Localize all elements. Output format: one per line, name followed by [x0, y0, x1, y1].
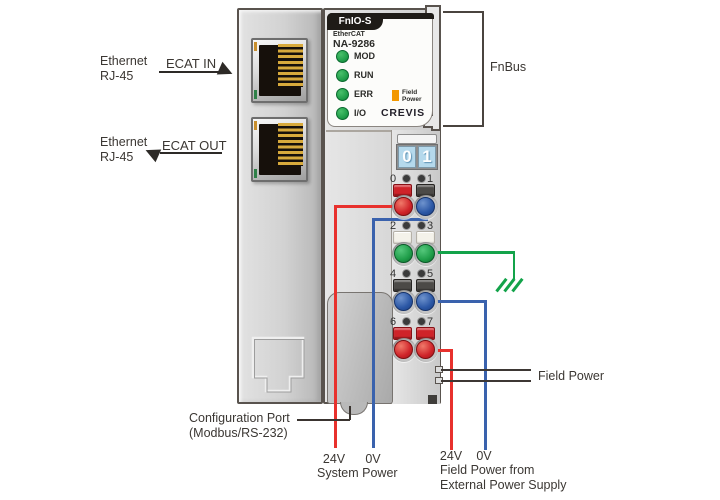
led-label: ERR: [354, 89, 374, 99]
led-row: MOD: [336, 49, 375, 63]
system-24v-label: 24V: [322, 452, 346, 466]
led-row: RUN: [336, 68, 374, 82]
fnbus-bracket-right: [482, 11, 484, 127]
led-mod-icon: [336, 49, 349, 63]
ethernet-out-line2: RJ-45: [100, 149, 134, 164]
ecat-in-label: ECAT IN: [166, 56, 217, 71]
terminal-column: [391, 130, 440, 404]
config-leader-h: [297, 419, 350, 421]
rj45-port-ecat-out[interactable]: [251, 117, 308, 182]
field-power-led-line2: Power: [402, 96, 422, 103]
wire-24v-field-v: [450, 349, 453, 450]
switch-slot: [397, 134, 437, 144]
ethernet-out-label: Ethernet RJ-45: [100, 135, 147, 165]
rj45-led-amber-icon: [254, 121, 257, 130]
front-label-panel: FnIO-S EtherCAT NA-9286 MOD RUN ERR I/O Fie…: [327, 13, 434, 127]
field-power-led-line1: Field: [402, 89, 418, 96]
rj45-led-amber-icon: [254, 42, 257, 51]
ecat-in-arrow-line: [159, 71, 222, 73]
config-jack-outline-icon: [251, 336, 305, 393]
config-port-label: Configuration Port (Modbus/RS-232): [189, 411, 290, 441]
switch-digit[interactable]: 1: [418, 146, 436, 168]
ecat-out-arrow-line: [160, 152, 222, 154]
fnbus-label: FnBus: [490, 60, 527, 74]
ecat-in-arrow-icon: [216, 61, 236, 81]
field-0v-label: 0V: [476, 449, 492, 463]
external-power-line2: External Power Supply: [440, 477, 567, 492]
external-power-line1: Field Power from: [440, 463, 535, 477]
ethernet-in-line2: RJ-45: [100, 68, 134, 83]
protocol-label: EtherCAT: [333, 31, 365, 38]
din-rail-latch: [428, 395, 437, 404]
led-row: ERR: [336, 87, 373, 101]
led-err-icon: [336, 87, 349, 101]
rj45-led-green-icon: [254, 169, 257, 178]
wire-24v-field-h: [426, 349, 452, 352]
config-port-cover-grip[interactable]: [340, 402, 368, 415]
rj45-led-green-icon: [254, 90, 257, 99]
led-label: I/O: [354, 108, 367, 118]
led-io-icon: [336, 106, 349, 120]
series-badge: FnIO-S: [327, 13, 383, 30]
field-power-label: Field Power: [538, 369, 604, 383]
led-label: MOD: [354, 51, 375, 61]
fnbus-bracket-bottom: [443, 125, 484, 127]
rj45-port-ecat-in[interactable]: [251, 38, 308, 103]
config-port-cover[interactable]: [327, 292, 393, 404]
config-port-line2: (Modbus/RS-232): [189, 425, 288, 440]
housing-seam: [326, 130, 438, 132]
wire-0v-field-h: [426, 300, 486, 303]
led-run-icon: [336, 68, 349, 82]
system-0v-label: 0V: [365, 452, 381, 466]
led-row: I/O: [336, 106, 366, 120]
wire-0v-system-h: [372, 218, 428, 221]
ethernet-in-label: Ethernet RJ-45: [100, 54, 147, 84]
ethernet-out-line1: Ethernet: [100, 135, 148, 149]
system-power-caption: System Power: [317, 466, 398, 480]
model-label: NA-9286: [333, 38, 376, 50]
wire-0v-field-v: [484, 300, 487, 450]
led-label: RUN: [354, 70, 374, 80]
field-power-line: [441, 380, 531, 382]
rj45-pins-icon: [278, 44, 303, 87]
wire-0v-system-v: [372, 218, 375, 448]
config-port-line1: Configuration Port: [189, 411, 290, 425]
ethernet-in-line1: Ethernet: [100, 54, 148, 68]
wire-ground-h: [404, 251, 515, 254]
wire-ground-v: [512, 251, 515, 279]
config-leader-v: [349, 406, 351, 420]
rj45-pins-icon: [278, 123, 303, 166]
ecat-out-label: ECAT OUT: [162, 138, 227, 153]
switch-digit[interactable]: 0: [398, 146, 416, 168]
wire-24v-system-v: [334, 205, 337, 448]
field-power-led-icon: [392, 90, 399, 101]
field-power-line: [441, 369, 531, 371]
fnbus-bracket-top: [443, 11, 484, 13]
wire-24v-system-h: [334, 205, 406, 208]
external-power-caption: Field Power from External Power Supply: [440, 463, 566, 493]
field-power-led-label: Field Power: [402, 89, 422, 103]
brand-label: CREVIS: [381, 107, 425, 119]
field-24v-label: 24V: [439, 449, 463, 463]
